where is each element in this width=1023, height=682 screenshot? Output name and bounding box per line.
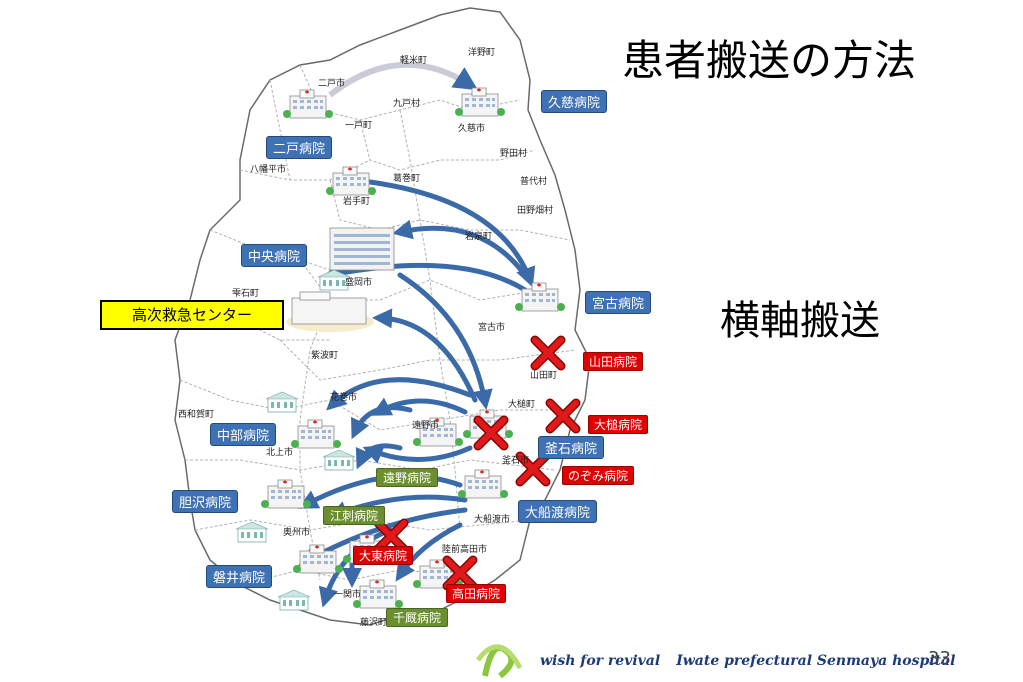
svg-text:一関市: 一関市	[334, 588, 361, 600]
hospital-label-kamaishi: 釜石病院	[538, 436, 605, 459]
page-subtitle: 横軸搬送	[720, 298, 880, 344]
hospital-label-otsuchi: 大槌病院	[588, 415, 649, 434]
svg-text:一戸町: 一戸町	[345, 120, 372, 131]
hospital-label-ninohe: 二戸病院	[266, 136, 333, 159]
central-hospital-tower	[329, 227, 395, 271]
svg-text:二戸市: 二戸市	[318, 77, 345, 89]
svg-text:普代村: 普代村	[520, 175, 547, 187]
svg-text:盛岡市: 盛岡市	[345, 276, 372, 288]
svg-text:山田町: 山田町	[530, 370, 557, 381]
svg-text:大船渡市: 大船渡市	[474, 513, 510, 525]
hospital-label-senmaya: 千厩病院	[386, 608, 449, 627]
svg-text:八幡平市: 八幡平市	[250, 163, 286, 175]
hospital-label-kuji: 久慈病院	[541, 90, 608, 113]
svg-text:葛巻町: 葛巻町	[393, 172, 420, 184]
emergency-center-label: 高次救急センター	[100, 300, 284, 330]
svg-text:洋野町: 洋野町	[468, 46, 495, 58]
svg-text:西和賀町: 西和賀町	[178, 408, 214, 420]
hospital-label-esashi: 江刺病院	[323, 506, 386, 525]
hospital-label-tono: 遠野病院	[376, 468, 439, 487]
page-title: 患者搬送の方法	[622, 36, 917, 85]
revival-ribbon-logo	[475, 644, 523, 679]
hospital-label-nozomi: のぞみ病院	[562, 466, 635, 485]
hospital-label-takata: 高田病院	[446, 584, 507, 603]
north-transfer-arc	[328, 61, 479, 98]
hospital-label-iwai: 磐井病院	[206, 565, 273, 588]
svg-text:紫波町: 紫波町	[311, 349, 338, 361]
footer-slogan: wish for revival	[540, 653, 661, 669]
hospital-label-isawa: 胆沢病院	[172, 490, 239, 513]
svg-text:九戸村: 九戸村	[393, 97, 420, 109]
svg-text:岩手町: 岩手町	[343, 195, 370, 207]
svg-text:雫石町: 雫石町	[232, 288, 259, 299]
place-names: 軽米町 洋野町 二戸市 九戸村 一戸町 久慈市 野田村 八幡平市 葛巻町 普代村…	[178, 46, 557, 628]
svg-text:岩泉町: 岩泉町	[465, 230, 492, 242]
hospital-label-miyako: 宮古病院	[585, 291, 652, 314]
svg-text:久慈市: 久慈市	[458, 122, 485, 134]
svg-text:釜石市: 釜石市	[502, 454, 529, 466]
svg-text:遠野市: 遠野市	[412, 419, 439, 431]
hospital-label-chuo: 中央病院	[241, 244, 308, 267]
svg-text:陸前高田市: 陸前高田市	[442, 543, 487, 555]
svg-text:軽米町: 軽米町	[400, 54, 427, 66]
svg-text:野田村: 野田村	[500, 147, 527, 159]
emergency-center-building	[286, 291, 374, 332]
hospital-label-ohigashi: 大東病院	[353, 546, 414, 565]
svg-text:藤沢町: 藤沢町	[360, 616, 387, 628]
hospital-label-ofunato: 大船渡病院	[518, 500, 598, 523]
hospital-label-yamada: 山田病院	[583, 352, 644, 371]
svg-text:大槌町: 大槌町	[508, 398, 535, 410]
hospital-label-chubu: 中部病院	[210, 423, 277, 446]
footer-organization: Iwate prefectural Senmaya hospital	[676, 653, 956, 669]
svg-text:田野畑村: 田野畑村	[517, 204, 553, 216]
page-number: 33	[928, 648, 951, 669]
svg-text:北上市: 北上市	[266, 446, 293, 458]
footer: wish for revival Iwate prefectural Senmay…	[540, 653, 971, 669]
svg-text:花巻市: 花巻市	[330, 391, 357, 403]
svg-text:宮古市: 宮古市	[478, 321, 505, 333]
svg-text:奥州市: 奥州市	[283, 526, 310, 538]
